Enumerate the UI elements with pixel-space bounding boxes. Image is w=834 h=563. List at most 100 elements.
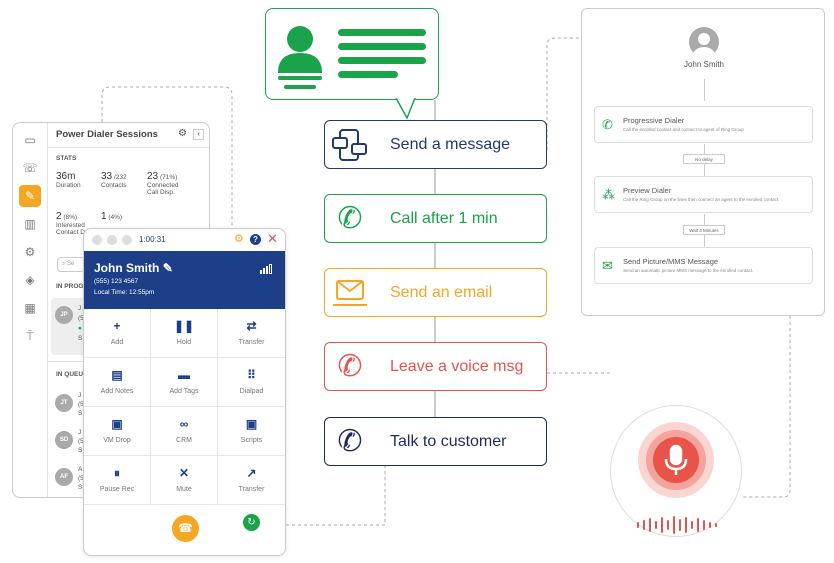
mute-button[interactable]: ✕Mute xyxy=(151,456,218,505)
note-icon: ▤ xyxy=(111,368,123,382)
avatar xyxy=(689,27,719,57)
call-timer: 1:00:31 xyxy=(139,235,166,244)
plus-icon: + xyxy=(113,319,121,333)
contact-header: John Smith ✎ (555) 123 4567 Local Time: … xyxy=(84,251,285,309)
tag-icon[interactable]: ◈ xyxy=(25,273,35,287)
phone-check-icon: ✆ xyxy=(602,117,613,132)
transfer-external-button[interactable]: ↗ Transfer xyxy=(218,456,285,505)
label: VM Drop xyxy=(103,437,131,444)
in-queue-label: IN QUEU xyxy=(56,371,84,378)
call-actions-grid: +Add ❚❚Hold ⇄Transfer ▤Add Notes ▬Add Ta… xyxy=(84,309,285,505)
calendar-icon[interactable]: ▦ xyxy=(24,301,36,315)
label: Dialpad xyxy=(239,388,264,395)
avatar: JP xyxy=(55,306,73,324)
send-message-card[interactable]: Send a message xyxy=(324,120,547,169)
add-button[interactable]: + Add xyxy=(84,309,151,358)
action-label: Talk to customer xyxy=(390,432,507,450)
email-laptop-icon xyxy=(325,277,375,309)
contact-local-time: Local Time: 12:55pm xyxy=(94,289,155,296)
dialpad-button[interactable]: ⠿ Dialpad xyxy=(218,358,285,407)
add-notes-button[interactable]: ▤ Add Notes xyxy=(84,358,151,407)
phone-ringing-icon: ✆ xyxy=(337,425,363,458)
broadcast-icon[interactable]: ⍑ xyxy=(26,328,34,343)
contact-info: J(5●S xyxy=(78,305,84,342)
sound-wave-icon xyxy=(637,516,717,534)
vm-drop-button[interactable]: ▣ VM Drop xyxy=(84,407,151,456)
speech-tail xyxy=(395,98,416,120)
external-link-icon: ↗ xyxy=(246,466,257,480)
action-label: Call after 1 min xyxy=(390,209,498,227)
hangup-button[interactable]: ☎ xyxy=(172,515,199,542)
contact-phone: (555) 123 4567 xyxy=(94,278,139,285)
action-label: Leave a voice msg xyxy=(390,357,524,375)
calendar-icon: ▣ xyxy=(111,417,123,431)
link-icon: ∞ xyxy=(179,417,189,431)
voice-recorder xyxy=(610,405,742,537)
tag-icon: ▬ xyxy=(178,368,190,382)
hold-button[interactable]: ❚❚Hold xyxy=(151,309,218,358)
phone-forward-icon: ✆ xyxy=(337,202,363,235)
stats-label: STATS xyxy=(56,155,77,162)
action-label: Send an email xyxy=(390,283,493,301)
talk-to-customer-card[interactable]: ✆ Talk to customer xyxy=(324,417,547,466)
inbox-icon[interactable]: ▭ xyxy=(24,133,36,147)
close-icon[interactable]: ✕ xyxy=(267,231,278,246)
phone-icon[interactable]: ☏ xyxy=(22,161,38,175)
leave-voice-msg-card[interactable]: ✆ Leave a voice msg xyxy=(324,342,547,391)
dialpad-icon: ⠿ xyxy=(247,368,256,382)
in-progress-label: IN PROG xyxy=(56,283,84,290)
label: Transfer xyxy=(238,486,265,493)
microphone-icon[interactable] xyxy=(653,437,699,483)
mms-icon: ✉ xyxy=(602,258,613,273)
step-title: Send Picture/MMS Message xyxy=(623,257,719,266)
delay-tag: No delay xyxy=(683,154,725,164)
transfer-icon: ⇄ xyxy=(246,319,257,333)
call-after-card[interactable]: ✆ Call after 1 min xyxy=(324,194,547,243)
label: Add xyxy=(110,339,124,346)
window-dot xyxy=(122,235,132,245)
collapse-button[interactable]: ‹ xyxy=(193,129,204,140)
label: Pause Rec xyxy=(99,486,135,493)
label: Add Notes xyxy=(100,388,134,395)
contact-name: John Smith xyxy=(683,60,725,69)
gear-icon[interactable]: ⚙ xyxy=(234,233,244,245)
add-tags-button[interactable]: ▬Add Tags xyxy=(151,358,218,407)
label: CRM xyxy=(176,437,192,444)
pause-circle-icon: ⏸ xyxy=(113,466,120,480)
contact-name: John Smith ✎ xyxy=(94,261,173,275)
transfer-button[interactable]: ⇄Transfer xyxy=(218,309,285,358)
voicemail-phone-icon: ✆ xyxy=(337,350,363,383)
send-email-card[interactable]: Send an email xyxy=(324,268,547,317)
pause-rec-button[interactable]: ⏸ Pause Rec xyxy=(84,456,151,505)
crm-button[interactable]: ∞ CRM xyxy=(151,407,218,456)
redial-button[interactable]: ↻ xyxy=(243,514,260,531)
action-label: Send a message xyxy=(390,135,511,153)
reports-icon[interactable]: ▥ xyxy=(24,217,36,231)
delay-tag: Wait 4 Minutes xyxy=(683,225,725,235)
edit-icon[interactable]: ✎ xyxy=(162,261,173,275)
step-desc: Call the enrolled contact and connect to… xyxy=(623,127,744,132)
step-desc: Call the Ring Group on the lines then co… xyxy=(623,197,780,202)
avatar: AF xyxy=(55,468,73,486)
window-dot xyxy=(92,235,102,245)
help-icon[interactable]: ? xyxy=(250,234,261,245)
avatar: JT xyxy=(55,394,73,412)
pause-icon: ❚❚ xyxy=(173,319,195,333)
chat-phone-icon xyxy=(325,128,375,162)
settings-icon[interactable]: ⚙ xyxy=(24,245,36,259)
call-dialer-window: 1:00:31 ⚙ ? ✕ John Smith ✎ (555) 123 456… xyxy=(83,228,286,556)
scripts-button[interactable]: ▣Scripts xyxy=(218,407,285,456)
script-icon: ▣ xyxy=(245,417,258,431)
gear-icon[interactable]: ⚙ xyxy=(178,128,187,139)
power-dialer-icon[interactable]: ✎ xyxy=(19,185,41,207)
